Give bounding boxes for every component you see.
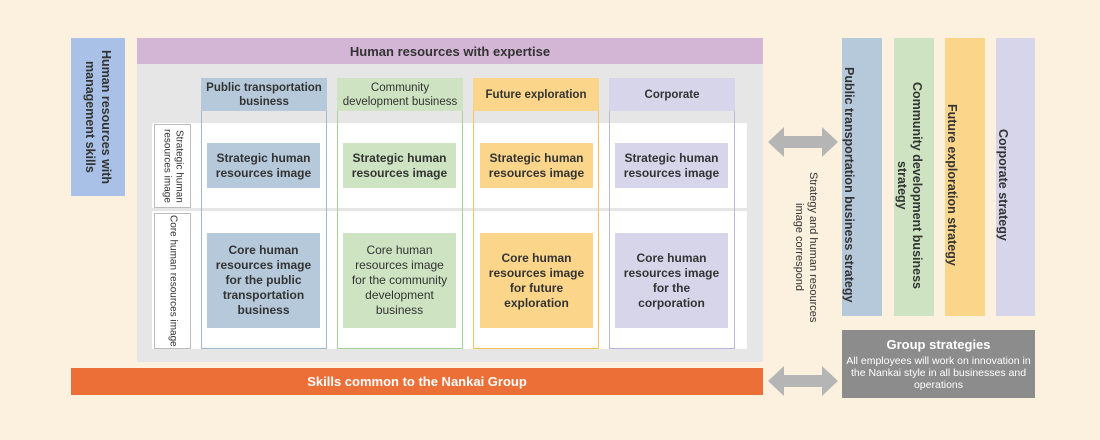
strategic-box-text: Strategic human resources image bbox=[623, 150, 720, 180]
strategy-label: Corporate strategy bbox=[996, 129, 1010, 241]
strategy-label: Public transportation business strategy bbox=[842, 67, 856, 303]
group-strategies-box: Group strategies All employees will work… bbox=[842, 330, 1035, 398]
strategic-box-community-development: Strategic human resources image bbox=[343, 143, 456, 188]
core-box-community-development: Core human resources image for the commu… bbox=[343, 233, 456, 328]
column-header-corporate: Corporate bbox=[609, 78, 735, 111]
core-box-text: Core human resources image for future ex… bbox=[488, 250, 585, 310]
skills-band: Skills common to the Nankai Group bbox=[71, 368, 763, 395]
core-box-corporate: Core human resources image for the corpo… bbox=[615, 233, 728, 328]
correspondence-label: Strategy and human resources image corre… bbox=[793, 171, 819, 323]
row-label-core: Core human resources image bbox=[154, 213, 191, 349]
column-header-text: Corporate bbox=[644, 88, 700, 101]
row-label-strategic-text: Strategic human resources image bbox=[161, 129, 185, 203]
column-header-public-transportation: Public transportation business bbox=[201, 78, 327, 111]
core-box-text: Core human resources image for the commu… bbox=[351, 243, 448, 317]
strategic-box-corporate: Strategic human resources image bbox=[615, 143, 728, 188]
management-skills-box: Human resources with management skills bbox=[71, 38, 125, 196]
strategy-community-development: Community development business strategy bbox=[894, 38, 934, 316]
column-header-text: Public transportation business bbox=[206, 81, 322, 108]
group-strategies-title: Group strategies bbox=[886, 337, 991, 352]
strategic-box-text: Strategic human resources image bbox=[215, 150, 312, 180]
core-box-text: Core human resources image for the publi… bbox=[215, 243, 312, 317]
strategy-public-transportation: Public transportation business strategy bbox=[842, 38, 882, 316]
strategy-label: Community development business strategy bbox=[895, 81, 924, 289]
strategy-label: Future exploration strategy bbox=[945, 104, 959, 266]
core-box-public-transportation: Core human resources image for the publi… bbox=[207, 233, 320, 328]
strategic-box-text: Strategic human resources image bbox=[351, 150, 448, 180]
strategic-box-text: Strategic human resources image bbox=[488, 150, 585, 180]
row-label-strategic: Strategic human resources image bbox=[154, 124, 191, 208]
group-strategies-description: All employees will work on innovation in… bbox=[846, 355, 1031, 391]
column-header-text: Community development business bbox=[342, 81, 458, 108]
double-arrow-icon bbox=[768, 127, 838, 157]
core-box-text: Core human resources image for the corpo… bbox=[623, 250, 720, 310]
correspondence-label-box: Strategy and human resources image corre… bbox=[792, 162, 820, 332]
skills-band-label: Skills common to the Nankai Group bbox=[307, 374, 527, 389]
expertise-band-label: Human resources with expertise bbox=[349, 43, 551, 59]
double-arrow-icon bbox=[768, 366, 838, 396]
strategy-future-exploration: Future exploration strategy bbox=[945, 38, 985, 316]
core-box-future-exploration: Core human resources image for future ex… bbox=[480, 233, 593, 328]
management-skills-label: Human resources with management skills bbox=[83, 49, 113, 185]
strategy-corporate: Corporate strategy bbox=[996, 38, 1035, 316]
column-header-future-exploration: Future exploration bbox=[473, 78, 599, 111]
expertise-band: Human resources with expertise bbox=[137, 38, 763, 64]
column-header-community-development: Community development business bbox=[337, 78, 463, 111]
column-header-text: Future exploration bbox=[485, 88, 587, 101]
strategic-box-public-transportation: Strategic human resources image bbox=[207, 143, 320, 188]
row-label-core-text: Core human resources image bbox=[167, 215, 179, 347]
strategic-box-future-exploration: Strategic human resources image bbox=[480, 143, 593, 188]
